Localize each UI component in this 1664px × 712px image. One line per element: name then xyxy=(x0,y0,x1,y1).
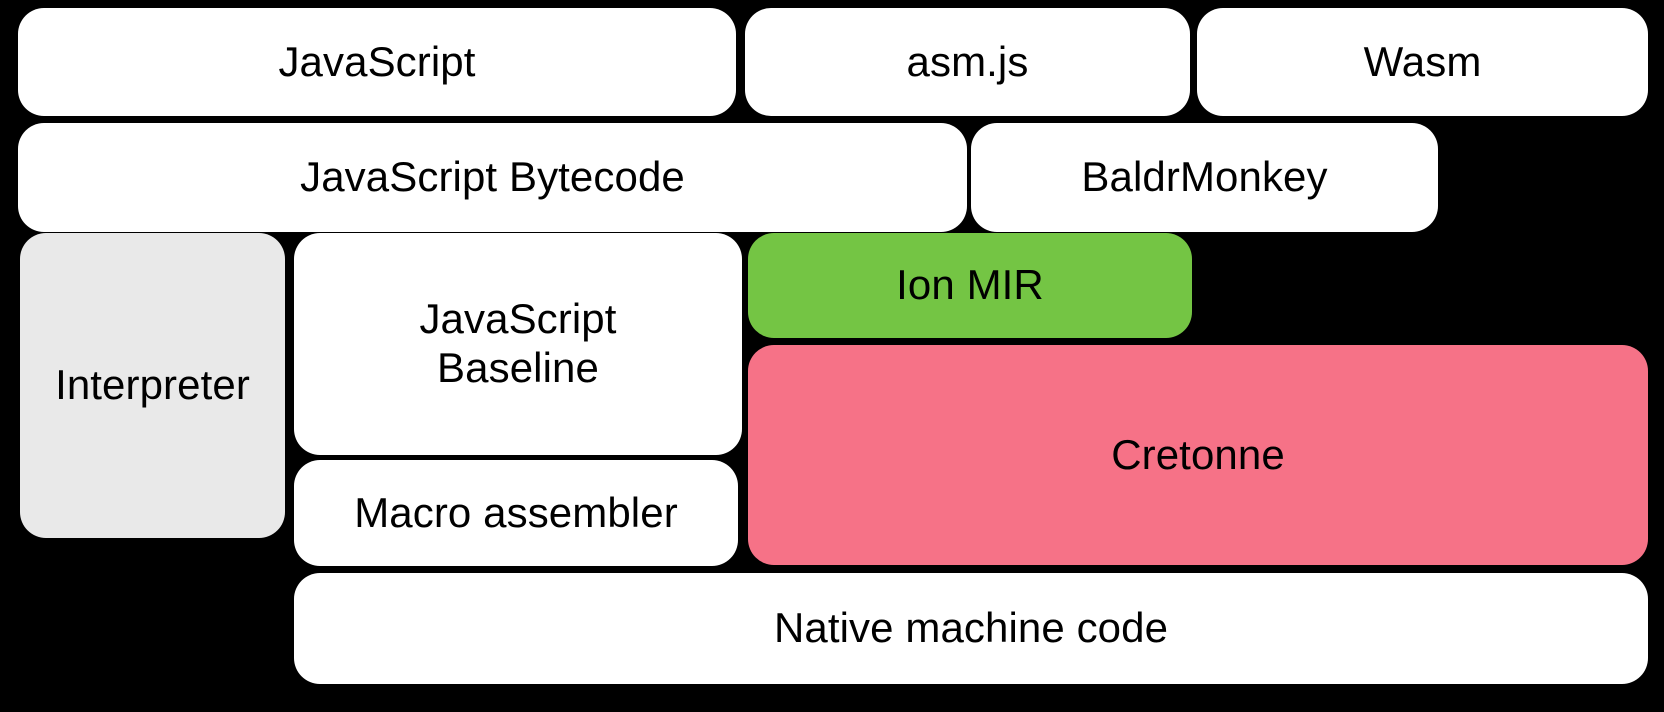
node-javascript-bytecode: JavaScript Bytecode xyxy=(18,123,967,232)
node-baldrmonkey: BaldrMonkey xyxy=(971,123,1438,232)
node-javascript: JavaScript xyxy=(18,8,736,116)
node-cretonne: Cretonne xyxy=(748,345,1648,565)
node-native-machine-code: Native machine code xyxy=(294,573,1648,684)
node-asm-js: asm.js xyxy=(745,8,1190,116)
node-wasm: Wasm xyxy=(1197,8,1648,116)
node-interpreter: Interpreter xyxy=(20,233,285,538)
node-javascript-baseline: JavaScript Baseline xyxy=(294,233,742,455)
node-ion-mir: Ion MIR xyxy=(748,233,1192,338)
node-macro-assembler: Macro assembler xyxy=(294,460,738,566)
